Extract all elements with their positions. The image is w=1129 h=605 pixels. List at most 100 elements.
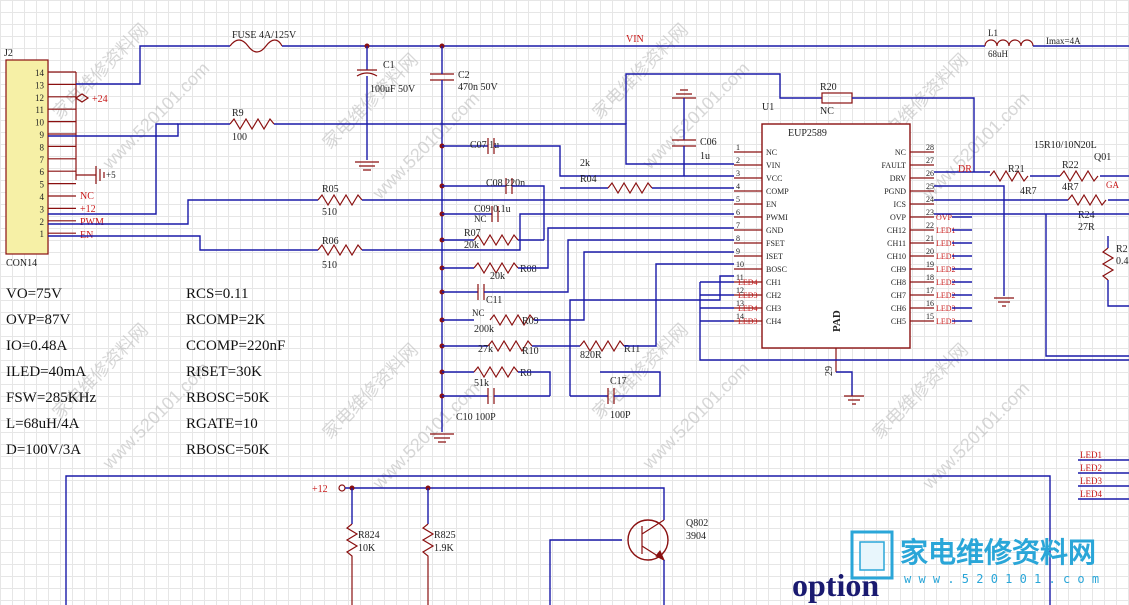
ic-pin-number: 10 [736, 260, 744, 269]
ic-pad-pin: 29 [824, 366, 835, 376]
ic-pin-name: CH7 [891, 291, 906, 300]
r08: 20k R08 [442, 227, 734, 282]
connector-pin-number: 14 [35, 68, 45, 78]
r07-value: 20k [464, 240, 479, 251]
r09-ref: R09 [522, 316, 539, 327]
spec-item: D=100V/3A [6, 442, 82, 458]
watermark-text: 家电维修资料网 [49, 20, 152, 123]
wire [512, 185, 545, 240]
spec-item: IO=0.48A [6, 338, 68, 354]
wire [600, 371, 661, 397]
connector-pin-number: 10 [35, 118, 45, 128]
resistor-r06 [317, 243, 363, 257]
ic-pin-number: 3 [736, 169, 740, 178]
ic-pin-name: CH8 [891, 278, 906, 287]
connector-pin-number: 2 [40, 217, 45, 227]
ic-pin-name: CH1 [766, 278, 781, 287]
gate-label: GA [1106, 180, 1119, 190]
spec-item: OVP=87V [6, 312, 71, 328]
c08: C08 220n [442, 178, 545, 240]
ic-pin-name: GND [766, 226, 784, 235]
wire [274, 123, 734, 165]
led-output-label: LED3 [1080, 476, 1102, 486]
fuse-symbol [229, 39, 283, 53]
r9-network: R9 100 [48, 108, 734, 165]
connector-pin-number: 12 [35, 93, 44, 103]
label-pwm: PWM [80, 217, 104, 228]
net-label: LED2 [936, 278, 956, 287]
r24-value: 27R [1078, 222, 1095, 233]
c07: C07 1u [442, 138, 734, 177]
logo-text: 家电维修资料网 [900, 536, 1096, 569]
net-label: LED1 [936, 239, 956, 248]
resistor-r21 [989, 169, 1029, 183]
ic-pin-number: 6 [736, 208, 740, 217]
c09-nc: NC [474, 214, 487, 224]
wire [534, 251, 734, 321]
ic-pin-number: 23 [926, 208, 934, 217]
net-label: LED4 [738, 304, 758, 313]
ic-pin-name: DRV [890, 174, 906, 183]
capacitor-c2: C2 470n 50V [430, 70, 499, 93]
wire [934, 185, 1005, 296]
logo-mark [850, 530, 894, 580]
net-label: LED1 [936, 252, 956, 261]
ic-pin-number: 18 [926, 273, 934, 282]
watermark-text: 家电维修资料网 [589, 320, 692, 423]
inductor-value: 68uH [988, 49, 1009, 59]
r9-value: 100 [232, 132, 247, 143]
capacitor-c1: C1 100uF 50V [355, 46, 416, 171]
r04-ref: R04 [580, 174, 597, 185]
wire [494, 145, 734, 177]
vin-label: VIN [626, 34, 644, 45]
ic-pin-name: COMP [766, 187, 789, 196]
ic-pin-name: CH11 [887, 239, 906, 248]
c17-ref: C17 [610, 376, 627, 387]
ic-pin-number: 20 [926, 247, 934, 256]
c17-value: 100P [610, 410, 631, 421]
c07-label: C07 1u [470, 140, 499, 151]
ic-left-pins: 1NC2VIN3VCC4COMP5EN6PWMI7GND8FSET9ISET10… [699, 143, 1129, 361]
wire [518, 371, 551, 396]
spec-item: RCOMP=2K [186, 312, 266, 328]
ic-pad-label: PAD [831, 310, 843, 332]
net-label: LED3 [738, 317, 758, 326]
connector-pin-number: 1 [40, 229, 45, 239]
r824-value: 10K [358, 543, 376, 554]
ic-pin-name: CH3 [766, 304, 781, 313]
watermark-url: www.520101.com [638, 358, 753, 473]
label-plus24: +24 [92, 94, 108, 105]
r825-ref: R825 [434, 530, 456, 541]
r24-ref: R24 [1078, 210, 1095, 221]
r824-ref: R824 [358, 530, 380, 541]
spec-item: RGATE=10 [186, 416, 258, 432]
r05-network: R05 510 [48, 184, 734, 225]
ic-pin-name: NC [895, 148, 906, 157]
ic-pin-name: ISET [766, 252, 783, 261]
ic-pin-name: CH12 [887, 226, 906, 235]
resistor-r8 [473, 365, 519, 379]
c08-label: C08 220n [486, 178, 525, 189]
gate-drive: DR R21 4R7 R22 4R7 GA 15R10/10N20L Q01 R… [934, 140, 1129, 357]
resistor-r24 [1067, 193, 1107, 207]
resistor-r08 [473, 261, 519, 275]
resistor-r9 [229, 117, 275, 131]
ground-icon [672, 89, 696, 99]
ic-pin-number: 4 [736, 182, 740, 191]
emitter-arrow [655, 550, 666, 562]
spec-item: L=68uH/4A [6, 416, 80, 432]
wire [48, 235, 318, 251]
c11: C11 [442, 239, 734, 306]
watermark-text: 家电维修资料网 [869, 340, 972, 443]
watermark-text: 家电维修资料网 [319, 50, 422, 153]
resistor-r07 [473, 233, 519, 247]
ic-pin-number: 13 [736, 299, 744, 308]
r09: NC 200k R09 [442, 251, 734, 335]
ground-icon [355, 161, 379, 171]
wire [624, 263, 734, 347]
rail-wire [76, 45, 230, 85]
wire [1107, 280, 1129, 307]
resistor-r05 [317, 193, 363, 207]
resistor-r824 [345, 523, 359, 605]
